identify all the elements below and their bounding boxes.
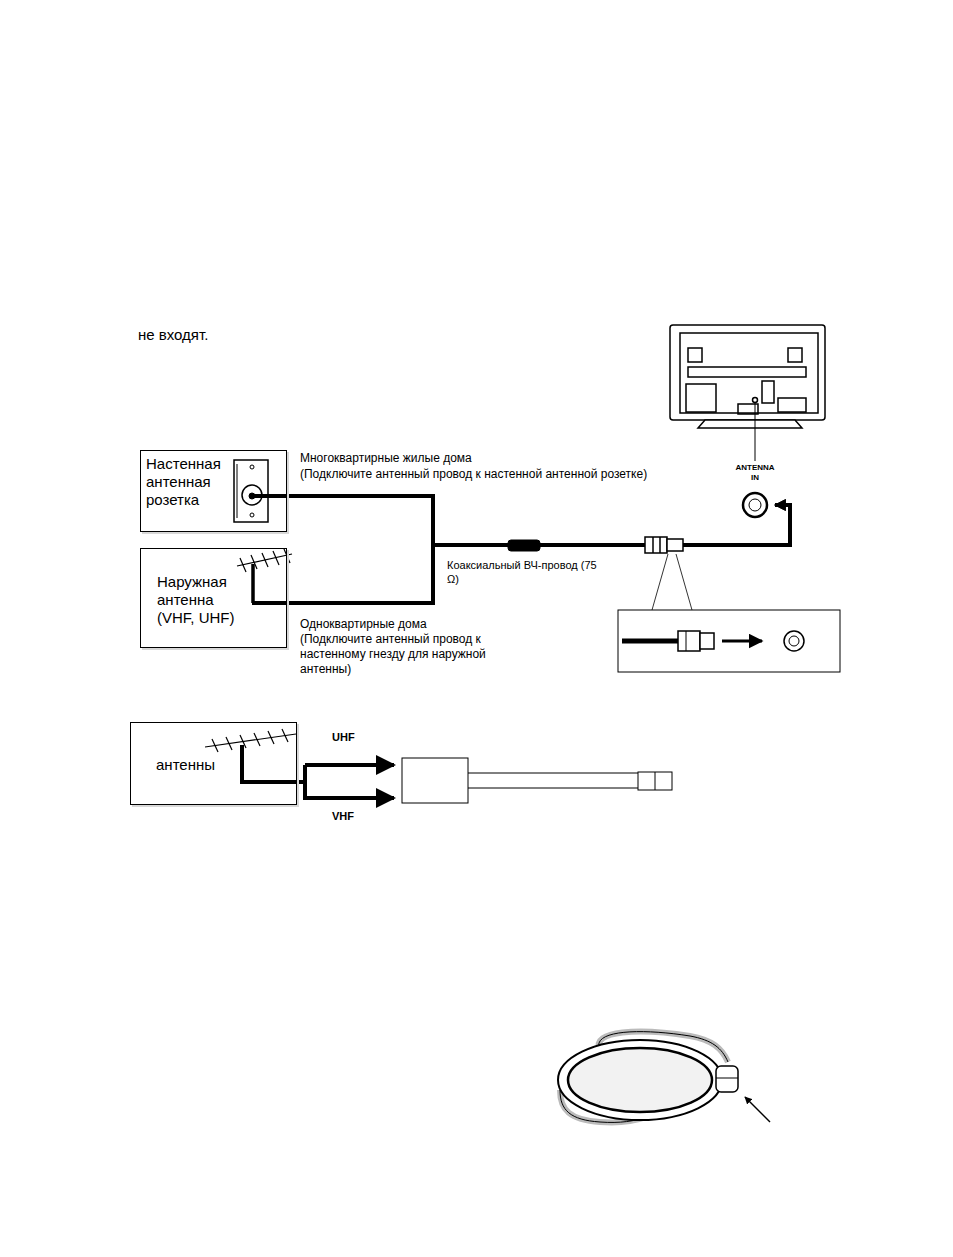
outdoor-antenna-part [226,737,232,750]
outdoor-antenna-part [205,734,296,747]
ring-antenna [558,1032,770,1123]
coax-plug-part [659,537,661,553]
outdoor-antenna-box: Наружная антенна (VHF, UHF) [140,548,287,648]
outdoor-antenna-part [251,564,255,603]
outdoor-antenna-part [284,549,290,563]
matching-transformer-part [468,788,638,789]
ferrite-bead-part [508,540,540,551]
inset-part [789,636,799,646]
note-text: (Подключите антенный провод к настенной … [300,467,730,482]
tv-back-part [670,325,825,420]
wall-socket-part [237,464,238,518]
outdoor-antenna-part [254,733,260,746]
note-text: Многоквартирные жилые дома [300,451,600,466]
tv-back [670,325,825,461]
note-text: не входят. [138,326,338,345]
ferrite-bead [508,540,540,551]
inset [618,610,840,672]
tv-back-part [698,420,802,428]
inset-part [700,633,714,649]
coax-plug-part [652,537,654,553]
outdoor-antenna-part [212,739,218,752]
tv-back-part [686,384,716,412]
outdoor-antenna-part [282,729,288,742]
signal-name: VHF [332,810,372,824]
antenna-box: антенны [130,722,297,805]
wall-socket [234,460,287,522]
tv-back-part [755,402,756,461]
note-text: (Подключите антенный провод к настенному… [300,632,540,677]
wall-socket-part [252,494,287,498]
wall-socket-part [250,465,254,469]
matching-transformer-part [655,772,656,790]
outdoor-antenna-part [262,553,268,567]
leader-line [652,554,692,610]
ring-antenna-part [568,1048,712,1112]
inset-part [678,631,700,651]
node-label: Настенная антенная розетка [146,455,238,509]
coax-plug-part [645,537,667,553]
antenna-jack-part [749,499,761,511]
outdoor-antenna-part [240,558,246,572]
node-label: ANTENNA IN [735,463,775,482]
outdoor-antenna [237,549,292,603]
matching-transformer-part [402,758,468,803]
coax-cable [287,496,790,545]
antenna-jack-node: ANTENNA IN [735,463,775,519]
outdoor-antenna-part [273,551,279,565]
outdoor-antenna-part [268,731,274,744]
inset-part [722,640,762,643]
node-label: Наружная антенна (VHF, UHF) [157,573,249,627]
tv-back-part [788,348,802,362]
tv-back-part [680,333,818,413]
ring-antenna-part [716,1066,738,1092]
wall-socket-part [234,460,268,522]
matching-transformer-part [638,772,672,790]
note-text: Коаксиальный ВЧ-провод (75 Ω) [447,559,605,587]
antenna-jack-part [743,493,767,517]
inset-part [622,639,680,644]
inset-part [618,610,840,672]
coax-plug [645,537,683,553]
tv-back-part [753,398,758,403]
antenna-wire-part [305,796,394,800]
inset-part [686,631,687,651]
matching-transformer [402,758,672,803]
coax-cable [287,505,790,603]
inset-part [784,631,804,651]
tv-back-part [688,367,806,377]
antenna-wire-part [305,763,394,767]
tv-back-part [778,398,806,412]
outdoor-antenna-part [237,554,292,566]
node-label: антенны [156,756,236,774]
outdoor-antenna-part [252,601,287,605]
leader-line-part [676,554,692,610]
antenna-wire-part [303,765,307,800]
wall-socket-part [250,513,254,517]
note-text: Одноквартирные дома [300,617,560,632]
wall-socket-box: Настенная антенная розетка [140,450,287,532]
antenna-wire-part [242,745,305,782]
ring-antenna-part [745,1097,770,1122]
coax-plug-part [667,539,683,551]
wall-socket-part [249,493,255,499]
antenna-wire [242,745,394,800]
ring-antenna-part [558,1040,722,1120]
matching-transformer-part [468,773,638,774]
antenna-jack [743,493,767,517]
tv-back-part [688,348,702,362]
signal-name: UHF [332,731,372,745]
leader-line-part [652,554,668,610]
ring-antenna-part [716,1078,738,1079]
outdoor-antenna [205,729,296,752]
tv-back-part [762,381,774,403]
